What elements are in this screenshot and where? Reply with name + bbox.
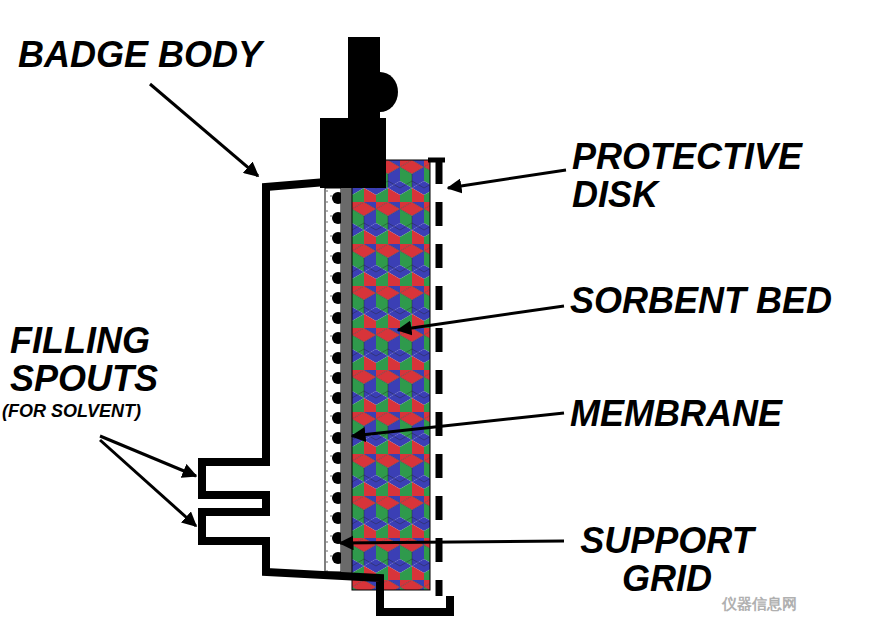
- support-grid: [325, 188, 341, 572]
- part-label: BADGE BODY: [18, 36, 318, 74]
- protective-disk: [428, 158, 445, 163]
- leader-line: [100, 84, 566, 543]
- part-note: (FOR SOLVENT): [2, 402, 202, 421]
- part-label: PROTECTIVE DISK: [572, 138, 852, 214]
- part-label: SUPPORT GRID: [562, 522, 772, 598]
- part-label: MEMBRANE: [570, 395, 860, 433]
- sorbent-bed: [352, 160, 430, 590]
- clip: [320, 118, 386, 188]
- badge-body: [202, 182, 450, 612]
- part-label: SORBENT BED: [570, 282, 865, 320]
- part-label: FILLING SPOUTS: [10, 322, 240, 398]
- clip: [380, 72, 398, 112]
- clip: [348, 37, 380, 123]
- protective-disk: [436, 160, 443, 596]
- watermark: 仪器信息网: [722, 596, 862, 612]
- membrane: [341, 185, 352, 574]
